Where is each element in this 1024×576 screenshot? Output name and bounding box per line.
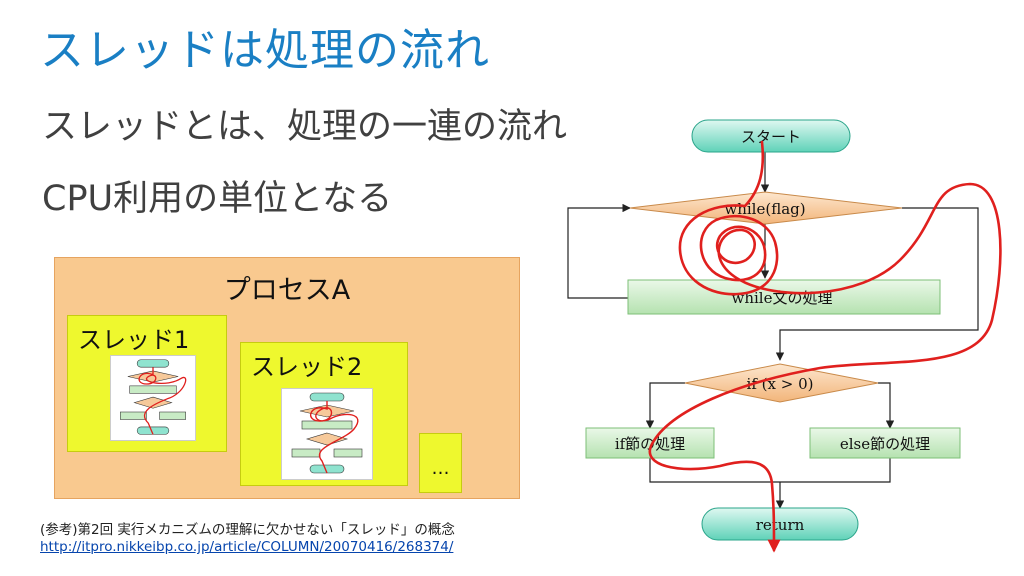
thread-2-flowchart-thumbnail: [281, 388, 373, 480]
more-threads-ellipsis: …: [431, 458, 450, 479]
thread-1-flowchart-thumbnail: [110, 355, 196, 441]
flow-connectors: [567, 152, 979, 509]
flow-start-label: スタート: [741, 128, 801, 146]
reference-caption: (参考)第2回 実行メカニズムの理解に欠かせない「スレッド」の概念: [40, 522, 455, 538]
flow-while-body-box: [627, 279, 941, 315]
thread-1-box: スレッド1: [67, 315, 227, 452]
flow-if-branch-label: if節の処理: [615, 435, 685, 453]
reference-link[interactable]: http://itpro.nikkeibp.co.jp/article/COLU…: [40, 539, 454, 555]
reference-block: (参考)第2回 実行メカニズムの理解に欠かせない「スレッド」の概念 http:/…: [40, 518, 620, 555]
thread-flowchart: スタート while(flag) while文の処理 if (x > 0) if…: [560, 110, 1024, 572]
flow-else-branch-box: [809, 427, 961, 459]
flow-if-decision: [684, 363, 879, 403]
thread-1-label: スレッド1: [78, 326, 190, 354]
thread-2-box: スレッド2: [240, 342, 408, 486]
more-threads-box: …: [419, 433, 462, 493]
thread-2-label: スレッド2: [251, 353, 363, 381]
execution-trace-line: [648, 140, 1002, 553]
process-a-box: プロセスA スレッド1 スレッド2: [54, 257, 520, 499]
bullet-thread-definition: スレッドとは、処理の一連の流れ: [42, 107, 568, 147]
flow-end-label: return: [756, 516, 805, 534]
process-a-label: プロセスA: [223, 275, 351, 306]
slide-title: スレッドは処理の流れ: [40, 25, 490, 76]
bullet-cpu-unit: CPU利用の単位となる: [42, 179, 393, 219]
flow-start-terminal: [691, 119, 851, 153]
flow-else-branch-label: else節の処理: [840, 435, 930, 453]
